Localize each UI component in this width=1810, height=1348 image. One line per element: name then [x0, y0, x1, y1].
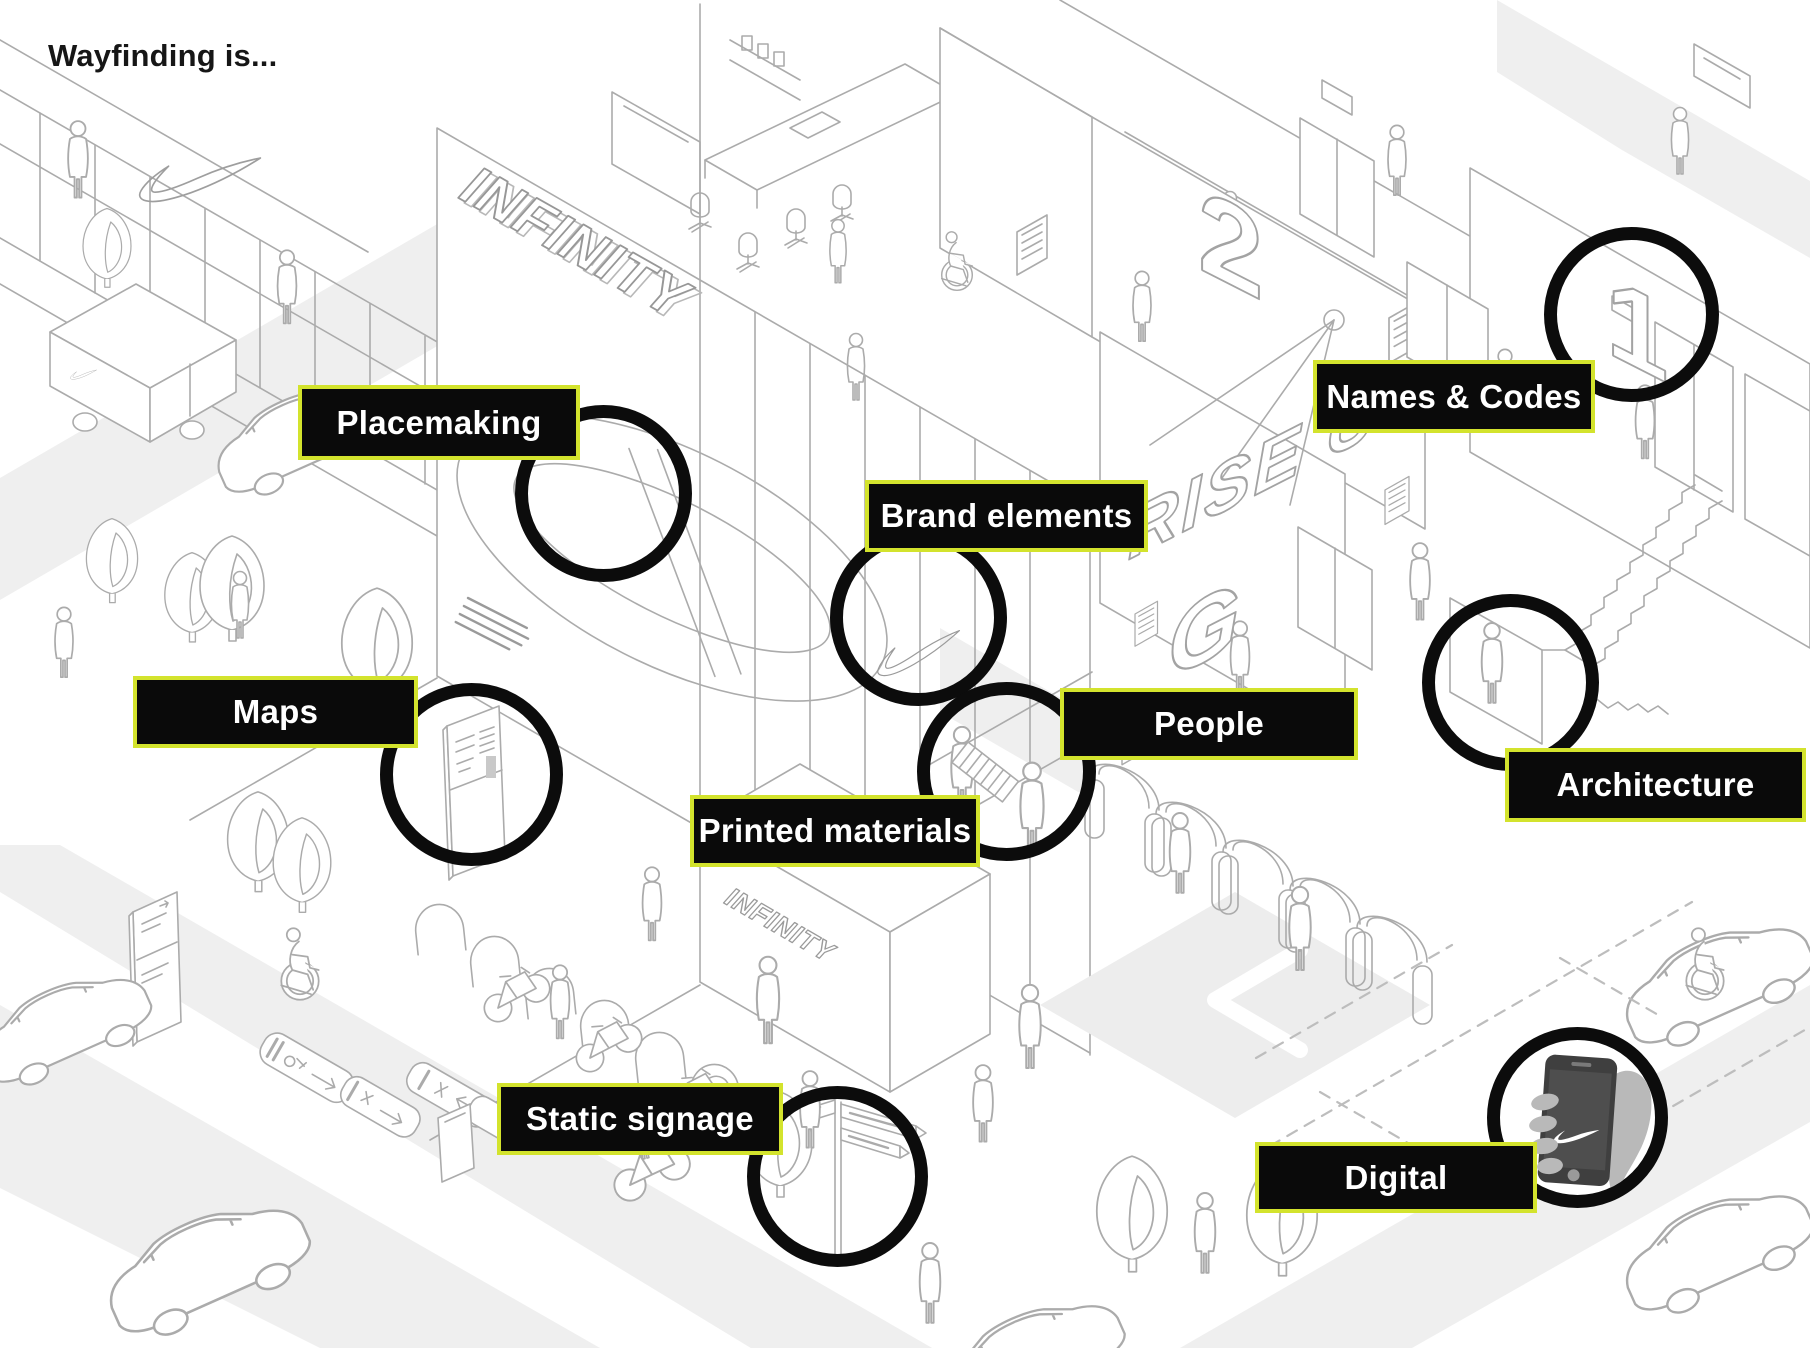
- vehicles: [0, 283, 1810, 1348]
- mural-caption-text: [454, 596, 530, 651]
- highlight-circle-brand-elements: [830, 529, 1007, 706]
- label-names-codes: Names & Codes: [1313, 360, 1595, 433]
- label-placemaking: Placemaking: [298, 385, 580, 460]
- entrance-court: [1018, 892, 1430, 1118]
- label-static-signage: Static signage: [497, 1083, 783, 1155]
- label-digital: Digital: [1255, 1142, 1537, 1213]
- page-title: Wayfinding is...: [48, 38, 278, 73]
- level-2-number: 2: [1198, 161, 1264, 327]
- level-2-room: [939, 27, 1426, 530]
- phone-in-hand-icon: [1529, 1054, 1652, 1195]
- delivery-van: [49, 283, 237, 443]
- label-architecture: Architecture: [1505, 748, 1806, 822]
- highlight-circle-architecture: [1422, 594, 1599, 771]
- label-people: People: [1060, 688, 1358, 760]
- label-brand-elements: Brand elements: [865, 480, 1148, 552]
- bike-racks: [412, 901, 742, 1183]
- label-printed-materials: Printed materials: [690, 795, 980, 867]
- label-maps: Maps: [133, 676, 418, 748]
- office-interior: [611, 3, 958, 401]
